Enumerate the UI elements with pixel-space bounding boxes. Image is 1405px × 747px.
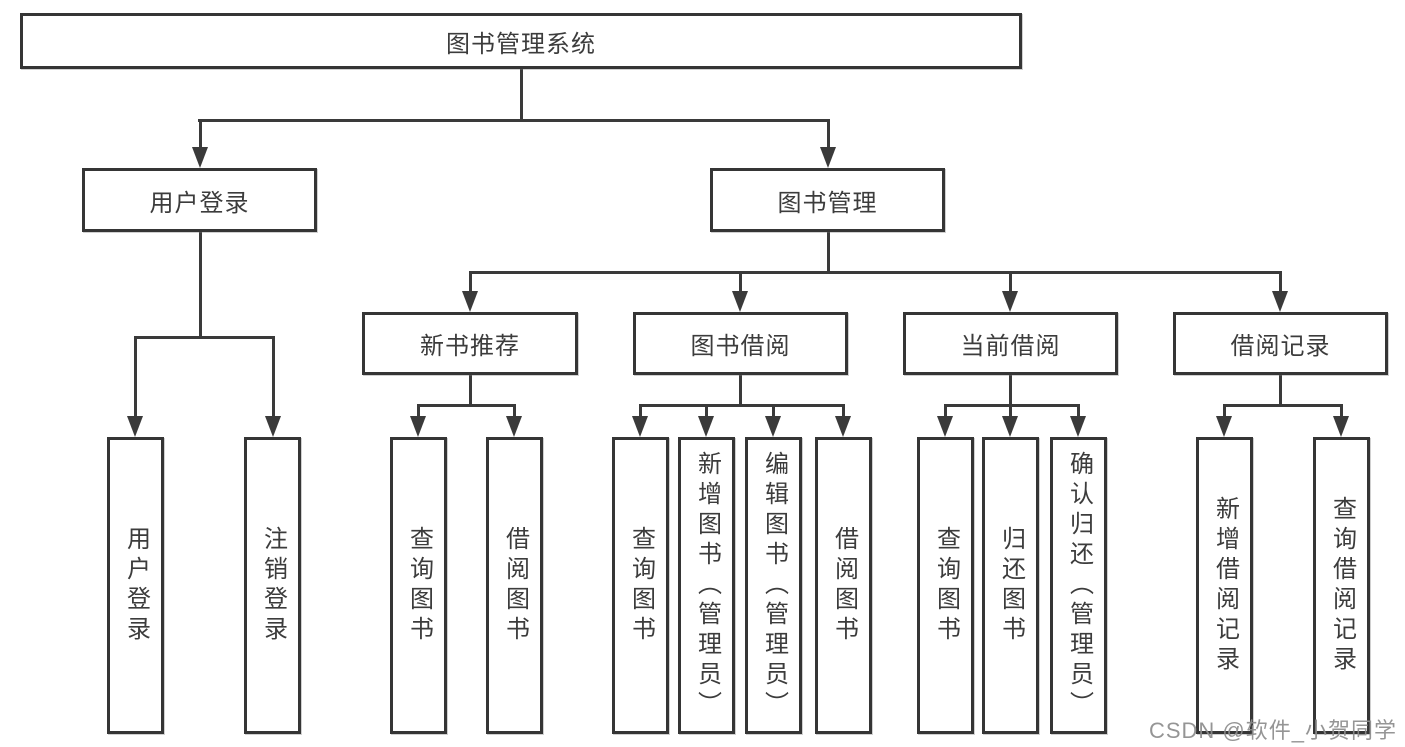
arrow-down-icon	[765, 416, 781, 437]
csdn-watermark: CSDN @软件_小贺同学	[1148, 718, 1397, 743]
leaf-bb-borrow-books-label: 借阅图书	[830, 525, 858, 646]
node-new-book-rec: 新书推荐	[362, 312, 578, 375]
leaf-bb-query-books: 查询图书	[612, 437, 669, 734]
connector-arrow-shaft	[1076, 404, 1080, 418]
connector-arrow-shaft	[416, 404, 420, 418]
connector-line	[469, 271, 1282, 274]
node-book-mgmt-label: 图书管理	[777, 189, 878, 217]
connector-arrow-shaft	[841, 404, 845, 418]
arrow-down-icon	[835, 416, 851, 437]
connector-arrow-shaft	[198, 119, 202, 149]
connector-line	[134, 336, 275, 339]
node-root: 图书管理系统	[20, 13, 1022, 69]
connector-arrow-shaft	[943, 404, 947, 418]
connector-line	[944, 404, 1080, 407]
leaf-rec-query-books-label: 查询图书	[405, 525, 433, 646]
leaf-cb-query-books: 查询图书	[917, 437, 974, 734]
leaf-br-query-record-label: 查询借阅记录	[1328, 495, 1356, 676]
leaf-logout-label: 注销登录	[259, 525, 287, 646]
connector-arrow-shaft	[1008, 271, 1012, 293]
leaf-bb-add-books: 新增图书（管理员）	[678, 437, 735, 734]
connector-line	[738, 374, 742, 407]
connector-line	[198, 119, 830, 122]
leaf-cb-query-books-label: 查询图书	[932, 525, 960, 646]
connector-arrow-shaft	[638, 404, 642, 418]
arrow-down-icon	[192, 147, 208, 168]
node-new-book-rec-label: 新书推荐	[420, 333, 520, 360]
connector-arrow-shaft	[771, 404, 775, 418]
node-current-borrow: 当前借阅	[903, 312, 1118, 375]
connector-line	[519, 69, 523, 121]
arrow-down-icon	[632, 416, 648, 437]
connector-arrow-shaft	[1222, 404, 1226, 418]
arrow-down-icon	[410, 416, 426, 437]
connector-arrow-shaft	[1339, 404, 1343, 418]
leaf-cb-confirm-return-label: 确认归还（管理员）	[1065, 450, 1093, 721]
connector-arrow-shaft	[271, 336, 275, 418]
arrow-down-icon	[1272, 291, 1288, 312]
node-borrow-record: 借阅记录	[1173, 312, 1388, 375]
leaf-user-login-label: 用户登录	[122, 525, 150, 646]
connector-arrow-shaft	[512, 404, 516, 418]
arrow-down-icon	[506, 416, 522, 437]
arrow-down-icon	[1002, 416, 1018, 437]
node-root-label: 图书管理系统	[446, 30, 596, 58]
arrow-down-icon	[937, 416, 953, 437]
arrow-down-icon	[1070, 416, 1086, 437]
connector-arrow-shaft	[826, 119, 830, 149]
node-book-mgmt: 图书管理	[710, 168, 945, 232]
connector-line	[1008, 374, 1012, 407]
arrow-down-icon	[1002, 291, 1018, 312]
node-user-login: 用户登录	[82, 168, 317, 232]
leaf-br-query-record: 查询借阅记录	[1313, 437, 1370, 734]
arrow-down-icon	[698, 416, 714, 437]
leaf-br-add-record-label: 新增借阅记录	[1211, 495, 1239, 676]
connector-arrow-shaft	[704, 404, 708, 418]
arrow-down-icon	[1333, 416, 1349, 437]
node-current-borrow-label: 当前借阅	[960, 333, 1061, 360]
leaf-bb-add-books-label: 新增图书（管理员）	[693, 450, 721, 721]
arrow-down-icon	[462, 291, 478, 312]
leaf-cb-return-books-label: 归还图书	[997, 525, 1025, 646]
leaf-rec-query-books: 查询图书	[390, 437, 447, 734]
leaf-bb-query-books-label: 查询图书	[627, 525, 655, 646]
connector-arrow-shaft	[133, 336, 137, 418]
connector-line	[417, 404, 516, 407]
node-user-login-label: 用户登录	[149, 189, 250, 217]
leaf-br-add-record: 新增借阅记录	[1196, 437, 1253, 734]
leaf-cb-confirm-return: 确认归还（管理员）	[1050, 437, 1107, 734]
node-book-borrow: 图书借阅	[633, 312, 848, 375]
node-book-borrow-label: 图书借阅	[690, 333, 791, 360]
connector-line	[1278, 374, 1282, 407]
arrow-down-icon	[127, 416, 143, 437]
leaf-bb-borrow-books: 借阅图书	[815, 437, 872, 734]
arrow-down-icon	[732, 291, 748, 312]
leaf-cb-return-books: 归还图书	[982, 437, 1039, 734]
leaf-logout: 注销登录	[244, 437, 301, 734]
node-borrow-record-label: 借阅记录	[1230, 333, 1331, 360]
connector-line	[639, 404, 845, 407]
connector-line	[468, 374, 472, 407]
connector-arrow-shaft	[468, 271, 472, 293]
arrow-down-icon	[265, 416, 281, 437]
connector-line	[1223, 404, 1343, 407]
arrow-down-icon	[1216, 416, 1232, 437]
leaf-bb-edit-books-label: 编辑图书（管理员）	[760, 450, 788, 721]
leaf-user-login: 用户登录	[107, 437, 164, 734]
connector-line	[198, 231, 202, 339]
connector-arrow-shaft	[1278, 271, 1282, 293]
connector-arrow-shaft	[738, 271, 742, 293]
leaf-bb-edit-books: 编辑图书（管理员）	[745, 437, 802, 734]
connector-line	[826, 231, 830, 274]
arrow-down-icon	[820, 147, 836, 168]
leaf-rec-borrow-books-label: 借阅图书	[501, 525, 529, 646]
leaf-rec-borrow-books: 借阅图书	[486, 437, 543, 734]
connector-arrow-shaft	[1008, 404, 1012, 418]
